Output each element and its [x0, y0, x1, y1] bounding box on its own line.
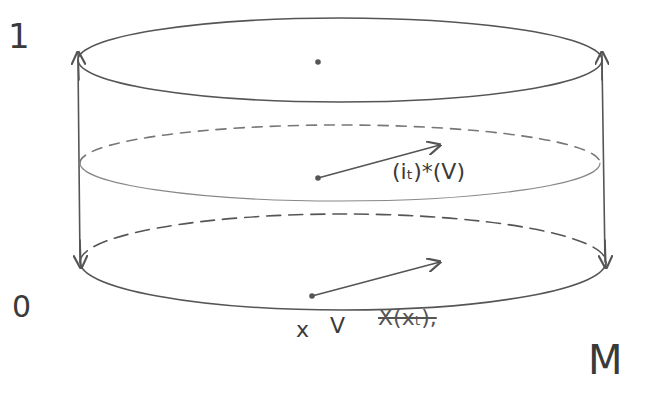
bottom-back: [80, 214, 606, 262]
time-one: 1: [8, 18, 30, 55]
up-arrow: [601, 52, 603, 80]
pushed-vector-label: (iₜ)*(V): [392, 160, 465, 184]
slice-back: [80, 125, 600, 163]
point-label: x: [296, 318, 309, 342]
cylinder-side: [602, 60, 605, 262]
slice-front: [80, 163, 600, 201]
tangent-vector: [312, 262, 440, 296]
bottom-front: [80, 262, 606, 310]
manifold-label: M: [588, 338, 623, 382]
point-dot: [316, 60, 320, 64]
top-boundary: [78, 18, 602, 102]
time-zero: 0: [12, 290, 31, 323]
vector-label: V: [330, 314, 345, 338]
up-arrow: [78, 52, 79, 80]
struck-label: X(xₜ),: [378, 306, 437, 330]
